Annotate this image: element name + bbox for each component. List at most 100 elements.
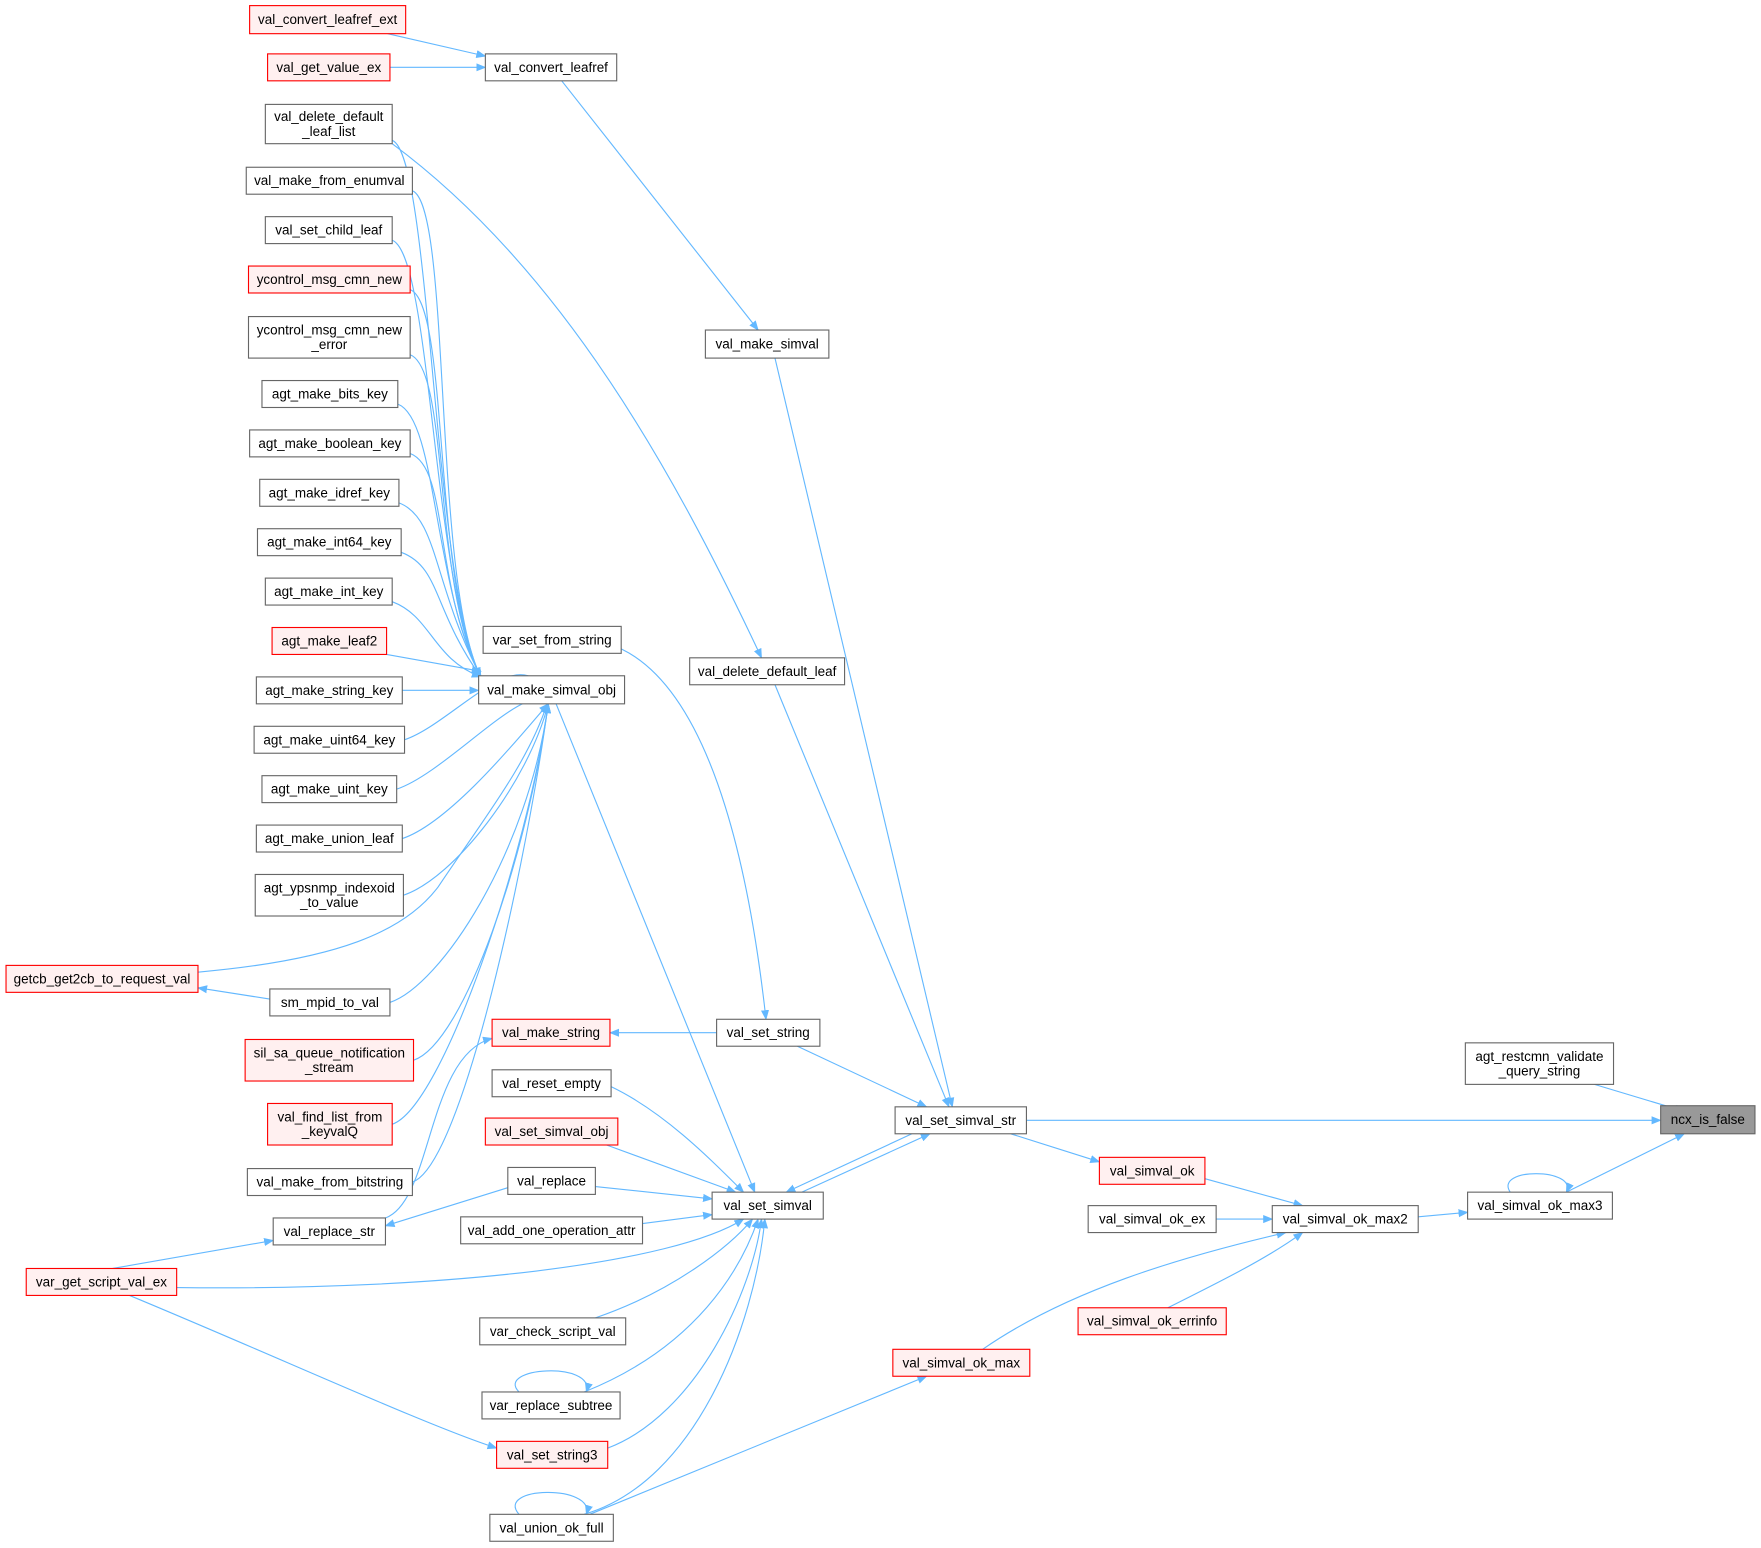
node-label: var_check_script_val [490,1324,616,1339]
node-agt-make-int64-key[interactable]: agt_make_int64_key [256,528,402,557]
node-var-get-script-val-ex[interactable]: var_get_script_val_ex [25,1267,178,1296]
node-agt-make-int-key[interactable]: agt_make_int_key [264,577,393,606]
node-val-simval-ok-max[interactable]: val_simval_ok_max [892,1348,1031,1377]
node-box [245,166,413,195]
edge-val_set_simval-to-val_set_simval_str [801,1133,931,1193]
node-box [1464,1042,1615,1085]
node-label: val_get_value_ex [276,60,381,75]
node-box [247,315,411,359]
node-box [479,1317,627,1346]
node-agt-ypsnmp-indexoid-to-value[interactable]: agt_ypsnmp_indexoid_to_value [254,873,404,917]
node-val-delete-default-leaf-list[interactable]: val_delete_default_leaf_list [264,103,393,145]
node-box [264,577,393,606]
node-label: _to_value [299,895,358,910]
node-getcb-get2cb-to-request-val[interactable]: getcb_get2cb_to_request_val [5,964,199,993]
node-box [244,1038,415,1082]
node-label: var_replace_subtree [490,1398,613,1413]
node-val-set-string3[interactable]: val_set_string3 [496,1440,609,1469]
node-val-set-simval-str[interactable]: val_set_simval_str [894,1106,1027,1135]
node-box [249,429,411,458]
node-val-convert-leafref-ext[interactable]: val_convert_leafref_ext [249,5,407,35]
edge-agt_make_idref_key-to-val_make_simval_obj [398,502,482,678]
node-val-make-string[interactable]: val_make_string [491,1018,611,1047]
edge-val_simval_ok_max3-to-ncx_is_false [1566,1133,1686,1193]
node-box [892,1348,1031,1377]
node-box [255,824,403,853]
node-val-get-value-ex[interactable]: val_get_value_ex [267,53,391,82]
node-val-make-from-enumval[interactable]: val_make_from_enumval [245,166,413,195]
node-box [25,1267,178,1296]
edge-val_delete_default_leaf_list-to-val_make_simval_obj [391,139,482,678]
node-var-replace-subtree[interactable]: var_replace_subtree [481,1391,621,1420]
node-box [264,216,393,245]
node-val-make-simval-obj[interactable]: val_make_simval_obj [478,675,626,705]
node-val-set-child-leaf[interactable]: val_set_child_leaf [264,216,393,245]
node-var-check-script-val[interactable]: var_check_script_val [479,1317,627,1346]
node-val-union-ok-full[interactable]: val_union_ok_full [489,1513,614,1542]
node-box [1098,1156,1206,1185]
node-label: _error [310,337,347,352]
node-agt-make-union-leaf[interactable]: agt_make_union_leaf [255,824,403,853]
node-ncx-is-false[interactable]: ncx_is_false [1660,1105,1756,1135]
node-val-simval-ok-ex[interactable]: val_simval_ok_ex [1087,1205,1217,1234]
node-label: ncx_is_false [1671,1112,1745,1127]
node-label: val_simval_ok_ex [1099,1212,1206,1227]
node-label: val_set_simval_obj [495,1124,609,1139]
edge-val_replace-to-val_replace_str [384,1187,508,1227]
edge-val_add_one_operation_attr-to-val_set_simval [642,1211,714,1225]
node-ycontrol-msg-cmn-new[interactable]: ycontrol_msg_cmn_new [247,265,411,294]
node-box [689,657,846,686]
node-box [482,625,622,654]
node-val-reset-empty[interactable]: val_reset_empty [491,1069,612,1098]
node-agt-make-uint-key[interactable]: agt_make_uint_key [261,775,398,804]
node-agt-make-idref-key[interactable]: agt_make_idref_key [259,478,400,507]
node-val-set-simval[interactable]: val_set_simval [711,1191,824,1220]
node-box [1271,1205,1419,1234]
edge-val_make_from_enumval-to-val_make_simval_obj [412,190,482,678]
node-sm-mpid-to-val[interactable]: sm_mpid_to_val [269,988,391,1017]
node-box [272,1217,387,1246]
node-val-simval-ok-max2[interactable]: val_simval_ok_max2 [1271,1205,1419,1234]
node-val-delete-default-leaf[interactable]: val_delete_default_leaf [689,657,846,686]
node-box [484,53,618,82]
edge-val_delete_default_leaf_list-to-val_delete_default_leaf [391,143,763,659]
node-val-make-simval[interactable]: val_make_simval [704,329,830,359]
node-var-set-from-string[interactable]: var_set_from_string [482,625,622,654]
node-val-simval-ok[interactable]: val_simval_ok [1098,1156,1206,1185]
node-box [261,775,398,804]
node-val-replace[interactable]: val_replace [507,1166,596,1195]
node-agt-make-bits-key[interactable]: agt_make_bits_key [261,379,399,409]
node-agt-restcmn-validate-query-string[interactable]: agt_restcmn_validate_query_string [1464,1042,1615,1085]
node-label: agt_make_boolean_key [258,436,401,451]
node-val-simval-ok-max3[interactable]: val_simval_ok_max3 [1467,1191,1613,1220]
node-val-set-string[interactable]: val_set_string [716,1018,821,1047]
node-val-find-list-from-keyvalQ[interactable]: val_find_list_from_keyvalQ [267,1102,393,1146]
node-sil-sa-queue-notification-stream[interactable]: sil_sa_queue_notification_stream [244,1038,415,1082]
node-box [507,1166,596,1195]
node-ycontrol-msg-cmn-new-error[interactable]: ycontrol_msg_cmn_new_error [247,315,411,359]
node-label: agt_make_int64_key [267,535,392,550]
node-val-add-one-operation-attr[interactable]: val_add_one_operation_attr [460,1216,644,1245]
node-agt-make-uint64-key[interactable]: agt_make_uint64_key [253,725,406,754]
node-val-set-simval-obj[interactable]: val_set_simval_obj [484,1117,619,1146]
node-val-replace-str[interactable]: val_replace_str [272,1217,387,1246]
node-label: val_set_simval [724,1198,812,1213]
edge-var_replace_subtree-to-var_replace_subtree [514,1370,593,1393]
edge-val_union_ok_full-to-val_simval_ok_max [589,1375,928,1515]
edge-val_convert_leafref-to-val_make_simval [561,80,759,331]
node-val-simval-ok-errinfo[interactable]: val_simval_ok_errinfo [1077,1307,1227,1336]
node-val-convert-leafref[interactable]: val_convert_leafref [484,53,618,82]
node-label: val_make_from_enumval [254,173,404,188]
node-agt-make-string-key[interactable]: agt_make_string_key [255,676,403,705]
edge-var_get_script_val_ex-to-val_replace_str [112,1238,275,1270]
node-label: val_union_ok_full [500,1520,604,1535]
edge-val_replace_str-to-val_make_string [385,1036,494,1219]
edge-agt_make_leaf2-to-val_make_simval_obj [386,653,482,674]
node-val-make-from-bitstring[interactable]: val_make_from_bitstring [246,1168,413,1197]
node-agt-make-boolean-key[interactable]: agt_make_boolean_key [249,429,411,458]
node-agt-make-leaf2[interactable]: agt_make_leaf2 [271,626,388,656]
node-label: val_add_one_operation_attr [468,1223,636,1238]
node-box [253,725,406,754]
node-label: var_set_from_string [493,632,612,647]
